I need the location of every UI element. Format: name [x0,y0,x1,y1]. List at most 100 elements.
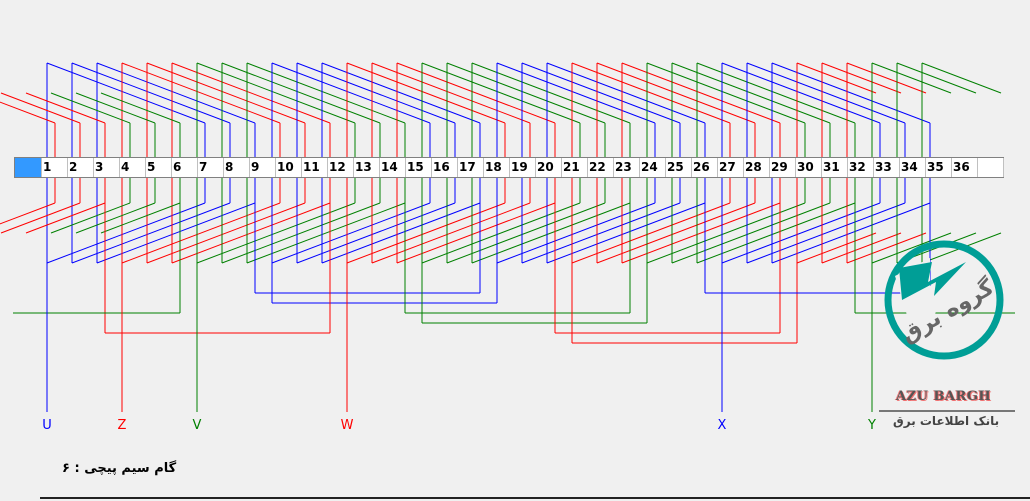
slot-cell-15[interactable]: 15 [406,158,432,177]
slot-cell-6[interactable]: 6 [172,158,198,177]
coil-top-16 [421,62,581,124]
coil-top-12 [321,62,481,124]
coil-bottom-20 [521,202,681,264]
logo-subtitle: بانک اطلاعات برق [893,414,1000,428]
coil-bottom-stub-in-1 [0,202,56,225]
coil-top-18 [471,62,631,124]
coil-top-24 [621,62,781,124]
coil-top-6 [171,62,331,124]
coil-bottom-4 [121,202,281,264]
coil-bottom-28 [721,202,881,264]
lightning-bolt-icon [899,262,966,300]
coil-top-7 [196,62,356,124]
coil-bottom-stub-31 [796,232,877,264]
slot-cell-27[interactable]: 27 [718,158,744,177]
terminal-label-V: V [192,418,202,433]
coil-top-3 [96,62,256,124]
coil-top-15 [396,62,556,124]
coil-top-23 [596,62,756,124]
coil-top-11 [296,62,456,124]
coil-top-stub-in-3 [25,92,106,124]
coil-bottom-6 [171,202,331,264]
coil-bottom-21 [546,202,706,264]
coil-bottom-11 [296,202,456,264]
coil-top-21 [546,62,706,124]
slot-cell-10[interactable]: 10 [276,158,302,177]
slot-cell-28[interactable]: 28 [744,158,770,177]
coil-bottom-14 [371,202,531,264]
coil-bottom-stub-in-6 [100,202,181,234]
slot-cell-19[interactable]: 19 [510,158,536,177]
terminal-label-U: U [42,418,52,433]
slot-cell-14[interactable]: 14 [380,158,406,177]
slot-cell-12[interactable]: 12 [328,158,354,177]
slot-cell-20[interactable]: 20 [536,158,562,177]
coil-top-stub-31 [796,62,877,94]
slot-cell-13[interactable]: 13 [354,158,380,177]
coil-top-30 [771,62,931,124]
slot-cell-3[interactable]: 3 [94,158,120,177]
slot-cell-18[interactable]: 18 [484,158,510,177]
coil-top-19 [496,62,656,124]
slot-cell-11[interactable]: 11 [302,158,328,177]
slot-cell-5[interactable]: 5 [146,158,172,177]
coil-top-8 [221,62,381,124]
slot-cell-7[interactable]: 7 [198,158,224,177]
coil-bottom-stub-in-3 [25,202,106,234]
coil-bottom-22 [571,202,731,264]
coil-top-22 [571,62,731,124]
slot-cell-25[interactable]: 25 [666,158,692,177]
coil-top-14 [371,62,531,124]
logo-divider [879,410,1015,412]
slot-cell-35[interactable]: 35 [926,158,952,177]
slot-cell-22[interactable]: 22 [588,158,614,177]
coil-bottom-25 [646,202,806,264]
coil-bottom-1 [46,202,206,264]
coil-bottom-12 [321,202,481,264]
coil-top-stub-36 [921,62,1002,94]
coil-top-26 [671,62,831,124]
slot-cell-9[interactable]: 9 [250,158,276,177]
coil-top-20 [521,62,681,124]
coil-bottom-stub-33 [846,232,927,264]
slot-cell-blank[interactable] [978,158,1004,177]
coil-bottom-24 [621,202,781,264]
slot-cell-16[interactable]: 16 [432,158,458,177]
slot-cell-4[interactable]: 4 [120,158,146,177]
slot-cell-26[interactable]: 26 [692,158,718,177]
slot-cell-33[interactable]: 33 [874,158,900,177]
coil-top-2 [71,62,231,124]
coil-bottom-10 [271,202,431,264]
coil-top-stub-in-6 [100,92,181,124]
slot-selector[interactable] [15,158,42,177]
coil-bottom-stub-in-5 [75,202,156,234]
terminal-label-X: X [717,418,727,433]
coil-bottom-9 [246,202,406,264]
slot-cell-8[interactable]: 8 [224,158,250,177]
coil-bottom-stub-in-2 [0,202,81,234]
coil-bottom-stub-32 [821,232,902,264]
slot-cell-24[interactable]: 24 [640,158,666,177]
slot-cell-29[interactable]: 29 [770,158,796,177]
slot-cell-36[interactable]: 36 [952,158,978,177]
slot-cell-21[interactable]: 21 [562,158,588,177]
coil-bottom-19 [496,202,656,264]
coil-top-10 [271,62,431,124]
slot-cell-34[interactable]: 34 [900,158,926,177]
coil-bottom-29 [746,202,906,264]
coil-top-stub-in-5 [75,92,156,124]
coil-top-stub-in-4 [50,92,131,124]
slot-cell-30[interactable]: 30 [796,158,822,177]
slot-cell-17[interactable]: 17 [458,158,484,177]
coil-bottom-5 [146,202,306,264]
coil-top-9 [246,62,406,124]
coil-bottom-17 [446,202,606,264]
slot-cell-23[interactable]: 23 [614,158,640,177]
slot-cell-31[interactable]: 31 [822,158,848,177]
slot-cell-2[interactable]: 2 [68,158,94,177]
slot-cell-1[interactable]: 1 [42,158,68,177]
coil-top-5 [146,62,306,124]
slot-cell-32[interactable]: 32 [848,158,874,177]
bottom-border [40,497,1030,499]
